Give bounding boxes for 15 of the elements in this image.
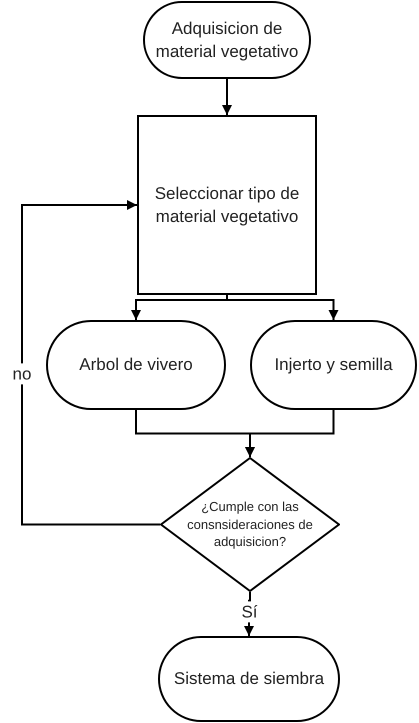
node-label: Arbol de vivero (79, 354, 193, 376)
node-label: Seleccionar tipo de material vegetativo (154, 182, 300, 228)
arrow (21, 200, 160, 526)
node-label: Injerto y semilla (274, 354, 393, 376)
node-label: ¿Cumple con las consnsideraciones de adquisicion? (186, 498, 314, 552)
arrow (245, 410, 334, 457)
node-label: Adquisicion de material vegetativo (155, 18, 299, 63)
node-label: Sistema de siembra (174, 668, 324, 690)
edge-label: Sí (239, 601, 260, 623)
decision-diamond (160, 457, 340, 592)
arrow (222, 79, 232, 115)
arrow (226, 295, 338, 320)
process-box (137, 115, 317, 295)
arrow (244, 592, 254, 636)
edge-label: no (10, 363, 34, 384)
